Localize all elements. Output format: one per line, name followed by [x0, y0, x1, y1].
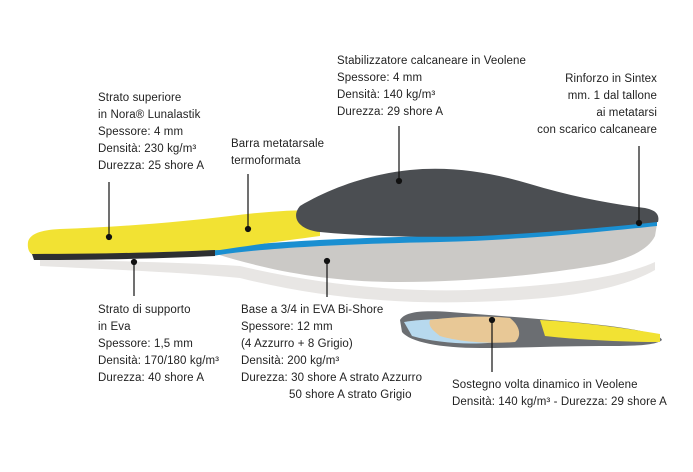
callout-line: Durezza: 25 shore A — [98, 160, 205, 172]
callout-line: Durezza: 30 shore A strato Azzurro — [241, 372, 423, 384]
callout-line: Rinforzo in Sintex — [565, 73, 657, 85]
callout-support-layer: Strato di supporto in Eva Spessore: 1,5 … — [98, 302, 219, 387]
callout-eva-base: Base a 3/4 in EVA Bi-Shore Spessore: 12 … — [241, 302, 422, 404]
leader-dot-eva-base — [323, 257, 331, 265]
callout-line: Durezza: 40 shore A — [98, 372, 205, 384]
callout-line: Sostegno volta dinamico in Veolene — [452, 379, 638, 391]
callout-line: in Nora® Lunalastik — [98, 109, 201, 121]
detail-insole — [400, 311, 662, 348]
main-insole — [27, 168, 659, 303]
callout-line: termoformata — [231, 155, 301, 167]
leader-dot-top-layer — [105, 233, 113, 241]
callout-line: mm. 1 dal tallone — [567, 90, 657, 102]
callout-line: Densità: 140 kg/m³ — [337, 89, 436, 101]
callout-line: Densità: 230 kg/m³ — [98, 143, 197, 155]
callout-line: Spessore: 1,5 mm — [98, 338, 193, 350]
heel-stabilizer-shell — [296, 168, 659, 237]
callout-line: Spessore: 12 mm — [241, 321, 333, 333]
callout-line: Densità: 170/180 kg/m³ — [98, 355, 220, 367]
callout-line: Spessore: 4 mm — [337, 72, 423, 84]
insole-shadow — [40, 258, 655, 303]
callout-heel-stabilizer: Stabilizzatore calcaneare in Veolene Spe… — [337, 53, 526, 121]
callout-line: Barra metatarsale — [231, 138, 325, 150]
callout-arch-support: Sostegno volta dinamico in Veolene Densi… — [452, 377, 667, 411]
leader-dot-heel-stabilizer — [395, 177, 403, 185]
leader-dot-arch-support — [488, 316, 496, 324]
callout-line: Spessore: 4 mm — [98, 126, 184, 138]
eva-grey-layer — [210, 224, 657, 282]
callout-line: ai metatarsi — [596, 107, 657, 119]
callout-line: Base a 3/4 in EVA Bi-Shore — [241, 304, 384, 316]
callout-line: Durezza: 29 shore A — [337, 106, 444, 118]
leader-dot-support-layer — [130, 258, 138, 266]
callout-line: 50 shore A strato Grigio — [289, 389, 412, 401]
callout-line: Strato di supporto — [98, 304, 191, 316]
detail-yellow-layer — [540, 320, 660, 342]
callout-line: Stabilizzatore calcaneare in Veolene — [337, 55, 526, 67]
callout-line: con scarico calcaneare — [537, 124, 657, 136]
callout-top-layer: Strato superiore in Nora® Lunalastik Spe… — [98, 90, 204, 175]
callout-line: Densità: 140 kg/m³ - Durezza: 29 shore A — [452, 396, 667, 408]
callout-line: in Eva — [98, 321, 131, 333]
leader-dot-metatarsal-bar — [244, 225, 252, 233]
callout-line: Densità: 200 kg/m³ — [241, 355, 340, 367]
leader-dot-sintex — [635, 219, 643, 227]
sole-edge — [32, 250, 215, 260]
callout-line: (4 Azzurro + 8 Grigio) — [241, 338, 353, 350]
detail-arch-support — [429, 316, 520, 343]
callout-sintex-reinforcement: Rinforzo in Sintex mm. 1 dal tallone ai … — [537, 71, 657, 139]
eva-blue-layer — [205, 220, 657, 256]
leader-lines — [105, 126, 643, 372]
yellow-top-layer — [27, 210, 320, 256]
callout-metatarsal-bar: Barra metatarsale termoformata — [231, 136, 324, 170]
callout-line: Strato superiore — [98, 92, 182, 104]
